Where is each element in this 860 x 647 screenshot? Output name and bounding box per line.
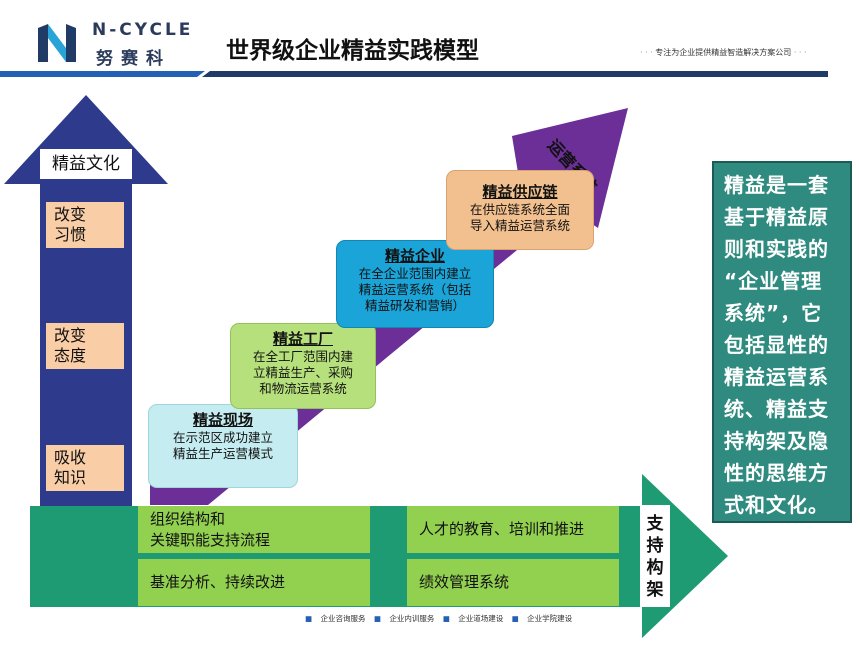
tagline: · · · 专注为企业提供精益智造解决方案公司 · · · bbox=[640, 48, 807, 57]
footer-service-item: 企业咨询服务 bbox=[320, 614, 366, 623]
brand-name-en: N-CYCLE bbox=[92, 20, 194, 40]
step-lean-factory: 精益工厂 在全工厂范围内建 立精益生产、采购 和物流运营系统 bbox=[230, 323, 376, 409]
culture-stage-change-habits: 改变习惯 bbox=[46, 202, 124, 248]
footer-service-item: 企业道场建设 bbox=[458, 614, 504, 623]
support-framework-label: 支 持 构 架 bbox=[640, 505, 670, 607]
support-cell-benchmarking: 基准分析、持续改进 bbox=[138, 559, 370, 606]
page-title: 世界级企业精益实践模型 bbox=[226, 38, 479, 64]
step-lean-site: 精益现场 在示范区成功建立 精益生产运营模式 bbox=[148, 404, 298, 488]
culture-stage-change-attitude: 改变态度 bbox=[46, 323, 124, 369]
header-divider-bar bbox=[0, 71, 828, 77]
brand-name-cn: 努赛科 bbox=[96, 49, 171, 69]
step-lean-supply-chain: 精益供应链 在供应链系统全面 导入精益运营系统 bbox=[446, 170, 594, 250]
footer-service-item: 企业学院建设 bbox=[527, 614, 573, 623]
support-cell-talent-training: 人才的教育、培训和推进 bbox=[407, 506, 619, 553]
step-lean-enterprise: 精益企业 在全企业范围内建立 精益运营系统（包括 精益研发和营销） bbox=[336, 240, 494, 328]
footer-services: ■ 企业咨询服务 ■ 企业内训服务 ■ 企业道场建设 ■ 企业学院建设 bbox=[305, 614, 573, 623]
support-cell-org-structure: 组织结构和关键职能支持流程 bbox=[138, 506, 370, 553]
footer-service-item: 企业内训服务 bbox=[389, 614, 435, 623]
lean-definition-text: 精益是一套 基于精益原 则和实践的 “企业管理 系统”，它 包括显性的 精益运营… bbox=[712, 161, 852, 523]
culture-stage-absorb-knowledge: 吸收知识 bbox=[46, 445, 124, 491]
n-cycle-logo-icon bbox=[38, 24, 76, 62]
lean-culture-label: 精益文化 bbox=[40, 149, 132, 179]
support-cell-performance-mgmt: 绩效管理系统 bbox=[407, 559, 619, 606]
